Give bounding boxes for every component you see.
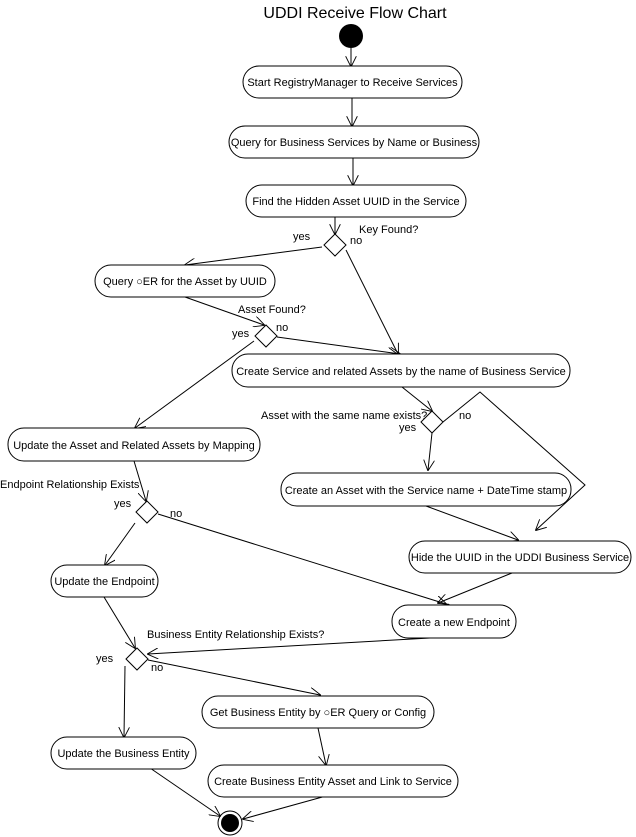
decision-label-endpoint-relationship: Endpoint Relationship Exists — [0, 479, 140, 491]
node-hide-uuid: Hide the UUID in the UDDI Business Servi… — [408, 540, 632, 574]
decision-label-key-found: Key Found? — [359, 224, 418, 236]
end-node — [221, 814, 239, 832]
edge-same-no — [442, 391, 586, 530]
branch-label-endpoint-no: no — [170, 508, 182, 520]
node-label: Update the Business Entity — [57, 748, 190, 760]
decision-same-name — [420, 410, 444, 434]
node-label: Create a new Endpoint — [398, 617, 510, 629]
node-query-oer: Query ○ER for the Asset by UUID — [94, 264, 276, 298]
node-label: Update the Asset and Related Assets by M… — [13, 440, 255, 452]
edge-stamp-to-hide — [425, 505, 518, 540]
node-label: Find the Hidden Asset UUID in the Servic… — [252, 196, 459, 208]
node-query-services: Query for Business Services by Name or B… — [228, 125, 480, 159]
edge-hide-to-create-endpoint — [438, 572, 513, 603]
node-label: Create an Asset with the Service name + … — [285, 485, 567, 497]
edge-key-yes — [185, 246, 323, 265]
node-update-business-entity: Update the Business Entity — [50, 736, 197, 770]
node-label: Start RegistryManager to Receive Service… — [247, 77, 458, 89]
node-label: Create Service and related Assets by the… — [236, 366, 566, 378]
node-label: Create Business Entity Asset and Link to… — [214, 776, 452, 788]
node-create-service: Create Service and related Assets by the… — [231, 353, 571, 388]
start-node — [339, 24, 363, 48]
node-create-asset-stamp: Create an Asset with the Service name + … — [280, 472, 572, 507]
node-find-uuid: Find the Hidden Asset UUID in the Servic… — [245, 184, 467, 218]
chart-title: UDDI Receive Flow Chart — [263, 5, 447, 22]
node-create-endpoint: Create a new Endpoint — [391, 604, 517, 639]
branch-label-entity-yes: yes — [96, 653, 114, 665]
branch-label-same-no: no — [459, 410, 471, 422]
decision-key-found — [323, 233, 347, 257]
edge-endpoint-yes — [105, 522, 136, 565]
edge-key-no — [345, 249, 398, 354]
edge-update-asset-to-endpointrel — [133, 460, 146, 501]
node-label: Query ○ER for the Asset by UUID — [103, 276, 267, 288]
node-start-registry: Start RegistryManager to Receive Service… — [242, 65, 463, 99]
node-label: Get Business Entity by ○ER Query or Conf… — [210, 707, 426, 719]
decision-label-entity-relationship: Business Entity Relationship Exists? — [147, 629, 324, 641]
edge-entity-yes — [124, 665, 125, 737]
node-create-business-entity: Create Business Entity Asset and Link to… — [207, 764, 459, 798]
decision-label-asset-found: Asset Found? — [238, 304, 306, 316]
decision-asset-found — [254, 324, 278, 348]
edge-same-yes — [428, 432, 432, 470]
decision-endpoint-relationship — [135, 500, 159, 524]
edge-entity-no — [147, 659, 320, 695]
edge-update-entity-to-end — [149, 767, 220, 816]
edge-create-entity-to-end — [243, 795, 327, 819]
edge-get-entity-to-create-entity — [317, 727, 326, 765]
branch-label-key-no: no — [350, 235, 362, 247]
edge-update-endpoint-to-entityrel — [103, 596, 135, 648]
decision-label-same-name: Asset with the same name exists? — [261, 410, 427, 422]
branch-label-asset-no: no — [276, 322, 288, 334]
node-update-endpoint: Update the Endpoint — [50, 564, 159, 598]
branch-label-endpoint-yes: yes — [114, 498, 132, 510]
edge-create-endpoint-to-entityrel — [148, 637, 431, 654]
edge-create-to-samename — [401, 386, 432, 411]
branch-label-same-yes: yes — [399, 422, 417, 434]
edge-queryoer-to-assetfound — [184, 296, 264, 325]
edge-asset-yes — [135, 340, 255, 428]
node-label: Query for Business Services by Name or B… — [231, 137, 478, 149]
decision-entity-relationship — [125, 647, 149, 671]
node-get-business-entity: Get Business Entity by ○ER Query or Conf… — [201, 695, 435, 729]
edge-asset-no — [276, 336, 400, 354]
branch-label-entity-no: no — [151, 662, 163, 674]
branch-label-key-yes: yes — [293, 231, 311, 243]
edges — [103, 48, 586, 819]
node-label: Update the Endpoint — [54, 576, 154, 588]
node-update-asset: Update the Asset and Related Assets by M… — [7, 427, 261, 462]
edge-endpoint-no — [157, 513, 446, 604]
node-label: Hide the UUID in the UDDI Business Servi… — [411, 552, 629, 564]
branch-label-asset-yes: yes — [232, 328, 250, 340]
